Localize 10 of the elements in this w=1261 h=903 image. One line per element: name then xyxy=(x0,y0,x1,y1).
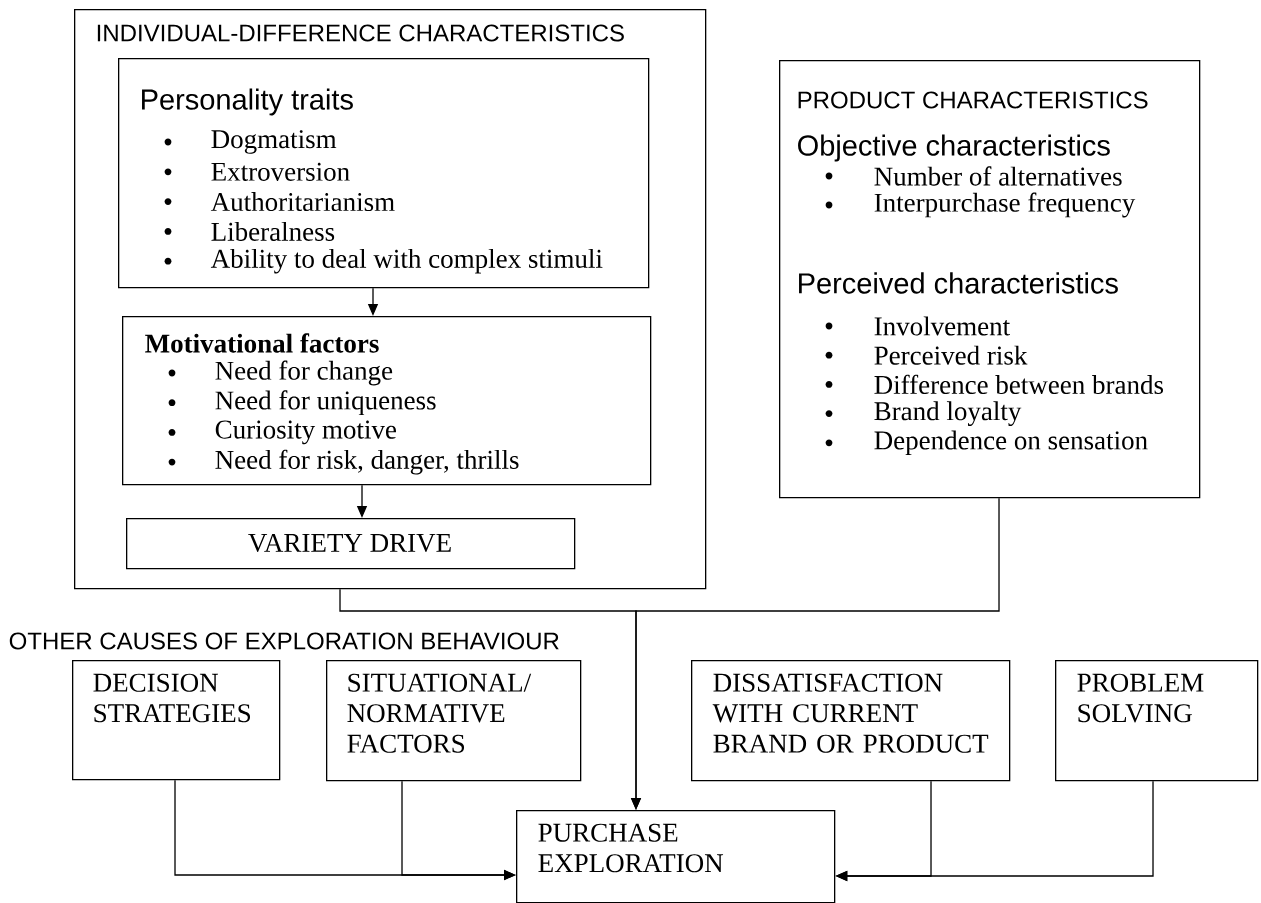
outcome-box: PURCHASE EXPLORATION xyxy=(516,810,836,903)
cause-box: DISSATISFACTION WITH CURRENT BRAND OR PRODUCT xyxy=(691,660,1011,782)
list-box: Motivational factors Need for change Need for uniqueness Curiosity motive Need for risk, danger, thrills xyxy=(122,316,652,486)
cause-box: SITUATIONAL/ NORMATIVE FACTORS xyxy=(326,660,582,782)
cause-box: PROBLEM SOLVING xyxy=(1055,660,1259,782)
process-box: VARIETY DRIVE xyxy=(126,518,576,570)
list-box: Personality traits Dogmatism Extroversion Authoritarianism Liberalness Ability to deal with complex stimuli xyxy=(118,58,650,289)
cause-box: DECISION STRATEGIES xyxy=(72,660,281,781)
heading-label: OTHER CAUSES OF EXPLORATION BEHAVIOUR xyxy=(9,632,559,650)
group-box: PRODUCT CHARACTERISTICS Objective characteristics Number of alternatives Interpurchase frequency Perceived characteristics Involvement Perceived risk Difference between brands Brand loyalty Dependence on sensation xyxy=(779,60,1201,499)
